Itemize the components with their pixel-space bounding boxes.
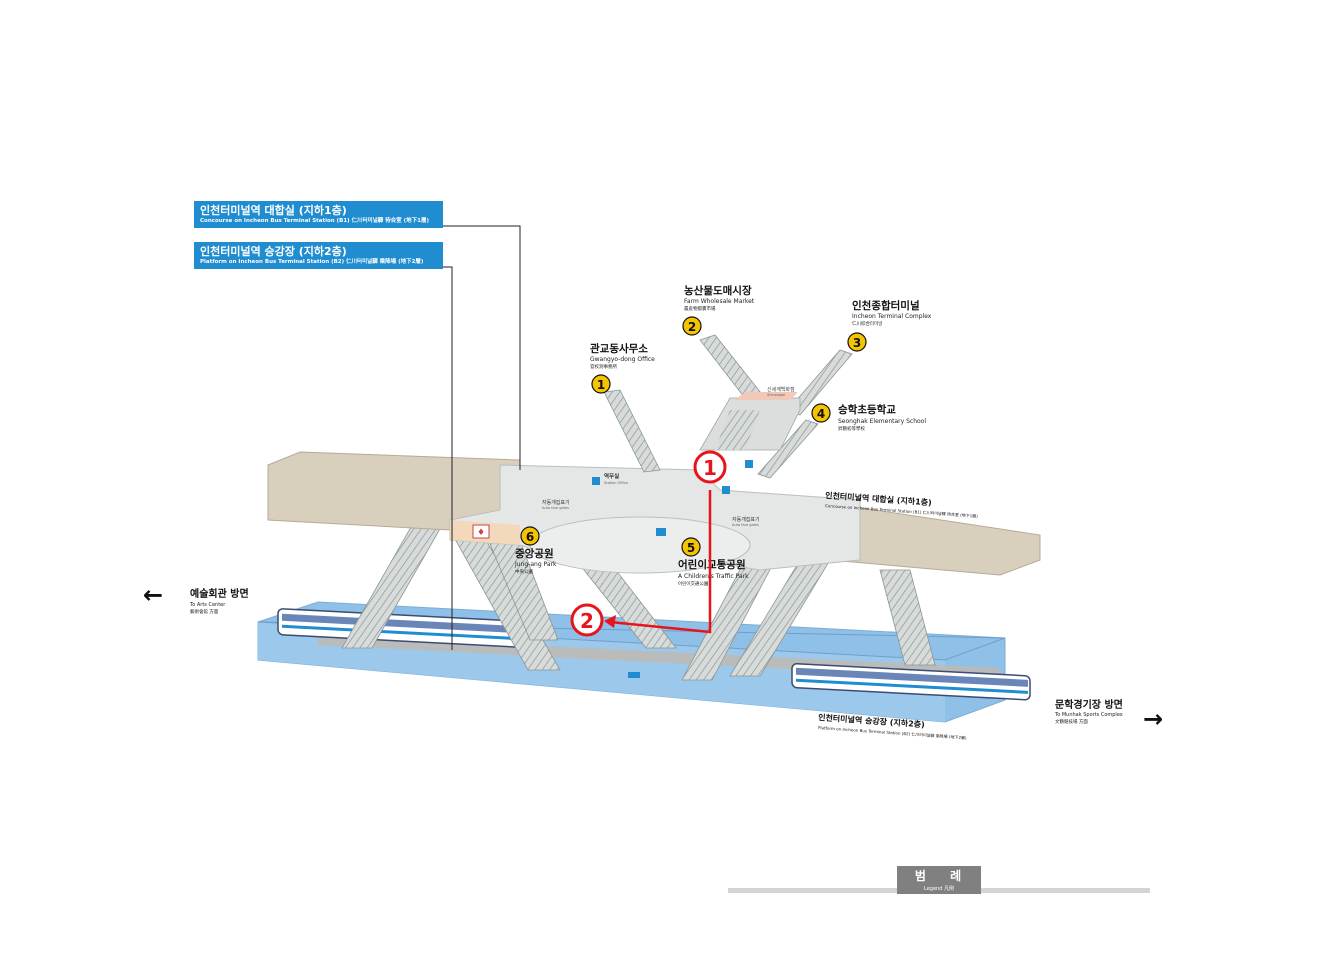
transfer-route: 1 2	[570, 450, 727, 637]
exit-1-badge	[591, 374, 611, 394]
exit-3-number: 3	[853, 336, 861, 350]
exit-2-name: 농산물도매시장	[684, 284, 752, 297]
route-marker-2	[570, 603, 604, 637]
platform-level-label: 인천터미널역 승강장 (지하2층) Platform on Incheon Bu…	[194, 242, 443, 269]
platform-level-ko: 인천터미널역 승강장 (지하2층)	[200, 245, 347, 258]
exit-3-name: 인천종합터미널	[852, 299, 920, 312]
fare-gate-left-label: 자동개집표기	[542, 499, 570, 506]
legend-subtitle: Legend 凡例	[924, 886, 954, 892]
exit-2-badge	[682, 316, 702, 336]
exit-6-name: 중앙공원	[515, 547, 554, 560]
exit-1-name: 관교동사무소	[590, 342, 648, 355]
arrow-right-icon: →	[1143, 705, 1163, 733]
route-marker-2-number: 2	[580, 609, 594, 633]
platform-stairs	[341, 511, 936, 681]
svg-text:♦: ♦	[477, 528, 485, 538]
direction-left: ← 예술회관 방면 To Arts Center 藝術會館 方面	[143, 581, 249, 615]
exit-6-en: Jung-ang Park	[514, 561, 557, 568]
exit-5-badge	[681, 537, 701, 557]
train-left	[277, 608, 521, 648]
exit-2-en: Farm Wholesale Market	[684, 298, 755, 305]
exit-1: 관교동사무소 Gwangyo-dong Office 官校洞事務所 1	[590, 342, 655, 394]
arrow-left-icon: ←	[143, 581, 163, 609]
legend-header: 범 례 Legend 凡例	[897, 866, 981, 894]
exit-1-hanja: 官校洞事務所	[590, 363, 617, 370]
direction-right-en: To Munhak Sports Complex	[1054, 712, 1123, 718]
concourse-level-label: 인천터미널역 대합실 (지하1층) Concourse on Incheon B…	[194, 201, 443, 228]
platform-leader-line	[443, 266, 453, 650]
concourse-level	[267, 451, 1041, 576]
station-office-label: 역무실	[604, 472, 619, 480]
exit-2-number: 2	[688, 320, 696, 334]
train-right	[791, 663, 1031, 701]
exit-4-badge	[811, 403, 831, 423]
exit-6: 6 중앙공원 Jung-ang Park 中央公園	[514, 526, 557, 575]
concourse-level-ko: 인천터미널역 대합실 (지하1층)	[200, 204, 347, 217]
shinsegae-label: 신세계백화점	[767, 386, 795, 393]
direction-right: 문학경기장 방면 To Munhak Sports Complex 文鶴競技場 …	[1054, 698, 1163, 733]
exit-3-en: Incheon Terminal Complex	[852, 313, 932, 320]
legend-title: 범 례	[914, 869, 972, 883]
exit-6-hanja: 中央公園	[515, 568, 533, 575]
direction-left-ko: 예술회관 방면	[190, 587, 249, 600]
exit-2: 농산물도매시장 Farm Wholesale Market 農産物都賣市場 2	[682, 284, 755, 336]
restroom-icon: ♦	[472, 524, 490, 539]
exit-3: 인천종합터미널 Incheon Terminal Complex 仁川綜合터미널…	[847, 299, 932, 352]
exit-5-en: A Children's Traffic Park	[678, 573, 749, 580]
exit-6-badge	[520, 526, 540, 546]
exit-stairs	[603, 334, 853, 479]
direction-left-en: To Arts Center	[189, 602, 226, 608]
fare-gate-right-en: Auto fare gates	[732, 523, 759, 527]
exit-5: 5 어린이교통공원 A Children's Traffic Park 어린이交…	[678, 537, 749, 587]
exit-6-number: 6	[526, 530, 534, 544]
station-office-en: Station Office	[604, 481, 628, 485]
exit-4: 4 승학초등학교 Seonghak Elementary School 昇鶴初等…	[811, 403, 926, 432]
exit-4-name: 승학초등학교	[838, 403, 896, 416]
route-arrowhead	[604, 615, 616, 628]
exit-1-en: Gwangyo-dong Office	[590, 356, 655, 363]
exit-5-hanja: 어린이交通公園	[678, 580, 709, 587]
direction-right-ko: 문학경기장 방면	[1055, 698, 1123, 711]
direction-left-hanja: 藝術會館 方面	[190, 608, 219, 615]
exit-3-badge	[847, 332, 867, 352]
exit-4-en: Seonghak Elementary School	[838, 418, 926, 425]
concourse-leader-line	[443, 225, 521, 470]
direction-right-hanja: 文鶴競技場 方面	[1055, 718, 1088, 725]
shinsegae-en: Shinsegae	[767, 393, 785, 397]
exit-4-hanja: 昇鶴初等學校	[838, 425, 865, 432]
fare-gate-right-label: 자동개집표기	[732, 516, 760, 523]
concourse-level-en: Concourse on Incheon Bus Terminal Statio…	[200, 218, 429, 224]
exit-4-number: 4	[817, 407, 825, 421]
platform-level-en: Platform on Incheon Bus Terminal Station…	[200, 259, 424, 265]
exit-5-number: 5	[687, 541, 695, 555]
route-marker-1-number: 1	[703, 456, 717, 480]
exit-3-hanja: 仁川綜合터미널	[852, 320, 882, 327]
elevator-icon	[592, 460, 753, 678]
fare-gate-left-en: Auto fare gates	[542, 506, 569, 510]
exit-2-hanja: 農産物都賣市場	[684, 305, 716, 312]
exit-5-name: 어린이교통공원	[678, 558, 746, 571]
exit-1-number: 1	[597, 378, 605, 392]
route-marker-1	[693, 450, 727, 484]
